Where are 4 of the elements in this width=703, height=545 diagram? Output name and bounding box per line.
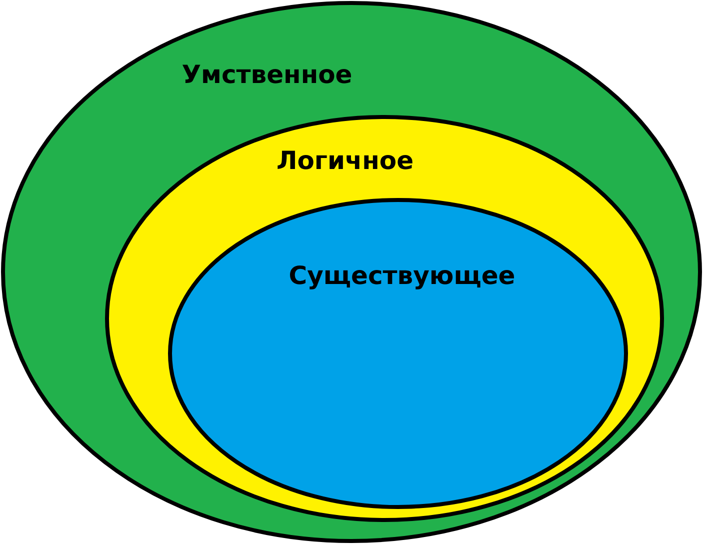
set-label: Умственное	[182, 60, 352, 89]
set-label: Логичное	[276, 146, 414, 175]
set-ellipse	[168, 198, 628, 509]
set-label: Существующее	[288, 261, 516, 290]
